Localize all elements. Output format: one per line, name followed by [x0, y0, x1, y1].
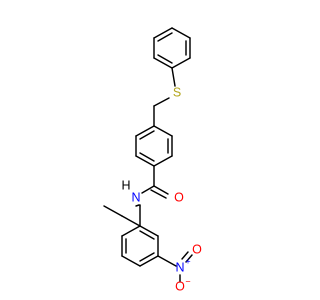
bond	[135, 155, 155, 167]
nitro-nitrogen-label: N	[175, 260, 184, 274]
sulfur-atom-label: S	[173, 85, 181, 99]
molecule-diagram: S O N H	[103, 27, 202, 293]
bond	[103, 205, 123, 217]
bond	[135, 204, 140, 207]
bond	[139, 230, 155, 240]
bond	[139, 255, 159, 267]
methyl-group	[103, 205, 141, 227]
nitro-plus-charge: +	[185, 256, 190, 266]
bond	[171, 27, 191, 39]
bond	[139, 152, 155, 162]
bond	[171, 57, 191, 69]
bond	[185, 254, 193, 263]
bond	[139, 130, 155, 140]
amide-nitrogen-label: N	[131, 190, 140, 204]
nitro-oxygen-top-label: O	[192, 242, 202, 256]
bond	[157, 32, 173, 42]
amide-hydrogen-label: H	[121, 178, 130, 192]
benzene-ring-middle	[135, 125, 173, 167]
bond	[157, 255, 177, 267]
bond	[141, 185, 155, 194]
nitro-minus-charge: −	[185, 276, 190, 286]
bond	[139, 225, 159, 237]
bond	[171, 67, 176, 87]
bond	[181, 251, 189, 260]
nitro-oxygen-bottom-label: O	[175, 279, 185, 293]
bond	[150, 189, 167, 199]
nitrotoluene-ring	[121, 204, 159, 267]
bond	[135, 125, 155, 137]
thioether-linkage	[153, 67, 176, 127]
bond	[121, 215, 141, 227]
nitro-group	[157, 251, 193, 283]
bond	[153, 155, 173, 167]
bond	[153, 57, 173, 69]
bond	[153, 185, 169, 195]
bond	[153, 97, 170, 107]
bond	[121, 225, 141, 237]
bond	[153, 27, 173, 39]
bond	[157, 54, 173, 64]
bond	[121, 255, 141, 267]
bond	[139, 252, 155, 262]
amide-oxygen-label: O	[174, 190, 184, 204]
phenyl-ring-top	[153, 27, 191, 69]
bond	[153, 125, 173, 137]
amide-group	[135, 165, 169, 207]
molecule-canvas: S O N H	[103, 27, 203, 294]
